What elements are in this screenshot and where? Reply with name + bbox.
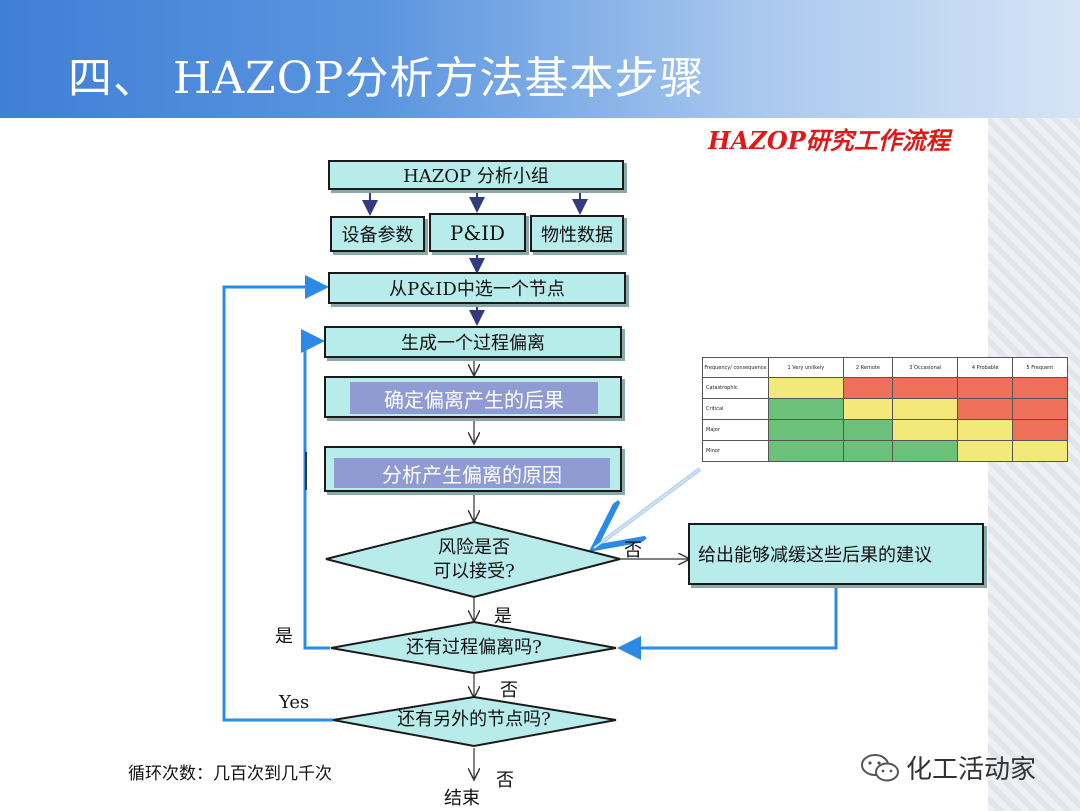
risk-matrix-row: Minor [702, 440, 1069, 462]
risk-matrix-cell [957, 419, 1013, 441]
recommend-label: 给出能够减缓这些后果的建议 [698, 545, 932, 566]
risk-matrix-row-label: Minor [702, 440, 769, 462]
loop-yes-to-deviation [301, 329, 330, 650]
more-deviation-text: 还有过程偏离吗? [406, 637, 542, 658]
select-node-label: 从P&ID中选一个节点 [389, 279, 565, 300]
moredev-yes-label: 是 [275, 626, 293, 647]
end-label: 结束 [444, 788, 480, 809]
risk-matrix-cell [842, 419, 894, 441]
loop-recommend-to-moredev [617, 585, 838, 660]
equipment-params-label: 设备参数 [341, 225, 414, 246]
wechat-icon [861, 753, 899, 781]
risk-matrix-row-label: Major [702, 419, 769, 441]
risk-matrix-cell [892, 440, 959, 462]
risk-decision-line2: 可以接受? [433, 561, 515, 582]
morenode-no-label: 否 [496, 770, 514, 791]
risk-matrix-cell [768, 440, 844, 462]
risk-matrix-cell [1011, 419, 1069, 441]
generate-deviation-box: 生成一个过程偏离 [324, 326, 622, 358]
risk-matrix-cell [957, 377, 1013, 399]
risk-matrix-cell [842, 440, 894, 462]
risk-matrix-col-1: 1 Very unlikely [768, 357, 844, 378]
physical-data-label: 物性数据 [541, 224, 613, 246]
risk-no-label: 否 [624, 540, 642, 561]
risk-matrix-header-row: Frequency/ consequence 1 Very unlikely 2… [702, 357, 1069, 378]
hazop-team-box: HAZOP 分析小组 [328, 160, 624, 190]
watermark: 化工活动家 [860, 749, 1036, 786]
risk-matrix-cell [892, 398, 959, 420]
cycle-count-note: 循环次数：几百次到几千次 [128, 764, 332, 784]
cause-box: 分析产生偏离的原因 [324, 446, 622, 492]
risk-matrix-col-5: 5 Frequent [1011, 357, 1069, 378]
equipment-params-box: 设备参数 [330, 216, 425, 252]
risk-yes-label: 是 [494, 606, 512, 627]
risk-decision-diamond [325, 520, 621, 599]
recommend-box: 给出能够减缓这些后果的建议 [688, 523, 984, 585]
risk-matrix-cell [768, 398, 844, 420]
risk-matrix-corner: Frequency/ consequence [702, 357, 769, 378]
loop-yes-to-select-node [222, 275, 333, 722]
risk-matrix-table: Frequency/ consequence 1 Very unlikely 2… [702, 357, 1069, 462]
risk-matrix-cell [1011, 440, 1069, 462]
decorative-side-strip [988, 118, 1080, 811]
physical-data-box: 物性数据 [530, 215, 624, 252]
risk-matrix-cell [1011, 377, 1069, 399]
consequence-label: 确定偏离产生的后果 [350, 382, 598, 414]
risk-matrix-col-2: 2 Remote [842, 357, 894, 378]
consequence-box: 确定偏离产生的后果 [324, 376, 622, 418]
more-node-diamond [332, 695, 617, 748]
risk-matrix-row: Major [702, 419, 1069, 441]
moredev-no-label: 否 [500, 680, 518, 701]
hazop-team-label: HAZOP 分析小组 [403, 166, 549, 187]
watermark-text: 化工活动家 [906, 755, 1037, 785]
risk-matrix-cell [1011, 398, 1069, 420]
risk-decision-text: 风险是否 可以接受? [404, 536, 544, 584]
workflow-title: HAZOP研究工作流程 [708, 126, 950, 155]
risk-matrix-cell [768, 419, 844, 441]
risk-matrix-cell [842, 398, 894, 420]
slide-header: 四、 HAZOP分析方法基本步骤 [0, 0, 1080, 118]
generate-deviation-label: 生成一个过程偏离 [401, 333, 545, 354]
cause-label: 分析产生偏离的原因 [334, 458, 610, 488]
more-deviation-diamond [330, 620, 617, 675]
pid-label: P&ID [449, 220, 506, 245]
risk-matrix-cell [842, 377, 894, 399]
pid-box: P&ID [429, 213, 526, 252]
risk-matrix-row-label: Catastrophic [702, 377, 769, 399]
risk-matrix-row: Critical [702, 398, 1069, 420]
risk-matrix-row: Catastrophic [702, 377, 1069, 399]
morenode-yes-label: Yes [279, 692, 310, 713]
risk-decision-line1: 风险是否 [438, 537, 510, 558]
risk-matrix-row-label: Critical [702, 398, 769, 420]
risk-matrix-cell [957, 440, 1013, 462]
slide-title: 四、 HAZOP分析方法基本步骤 [68, 53, 705, 104]
risk-matrix-col-4: 4 Probable [957, 357, 1013, 378]
risk-matrix-col-3: 3 Occasional [892, 357, 959, 378]
select-node-box: 从P&ID中选一个节点 [328, 272, 626, 304]
more-node-text: 还有另外的节点吗? [397, 709, 551, 730]
risk-matrix-cell [957, 398, 1013, 420]
risk-matrix-cell [892, 377, 959, 399]
risk-matrix-cell [768, 377, 844, 399]
risk-matrix-cell [892, 419, 959, 441]
